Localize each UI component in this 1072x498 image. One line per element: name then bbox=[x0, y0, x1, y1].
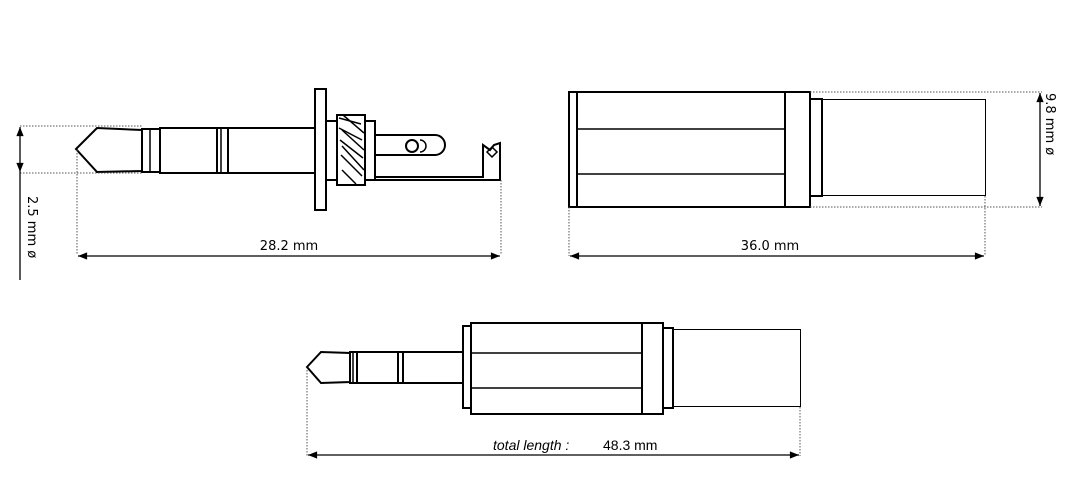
tip-ring bbox=[141, 128, 161, 173]
flange bbox=[314, 88, 327, 211]
length-label: 28.2 mm bbox=[260, 239, 318, 254]
ring-insulator bbox=[216, 127, 229, 174]
solder-lug-ground bbox=[374, 141, 501, 181]
total-length-value: 48.3 mm bbox=[603, 437, 657, 453]
plug-tip bbox=[74, 126, 143, 174]
total-length-prefix: total length : bbox=[493, 437, 569, 453]
shell-length-label: 36.0 mm bbox=[741, 239, 799, 254]
lug-hole bbox=[405, 139, 419, 153]
bare-plug-view: 2.5 mm ø 28.2 mm bbox=[16, 88, 502, 280]
shell-body bbox=[576, 91, 786, 208]
shell-diameter-label: 9.8 mm ø bbox=[1042, 93, 1057, 155]
shell-view: 9.8 mm ø 36.0 mm bbox=[568, 91, 1057, 260]
knurled-strain-relief bbox=[822, 99, 986, 196]
plug-sleeve bbox=[159, 127, 317, 174]
assembled-shell-body bbox=[470, 322, 643, 415]
diameter-label: 2.5 mm ø bbox=[24, 196, 39, 258]
assembled-view: total length : 48.3 mm bbox=[305, 322, 801, 459]
knurled-strain-relief bbox=[673, 329, 801, 407]
